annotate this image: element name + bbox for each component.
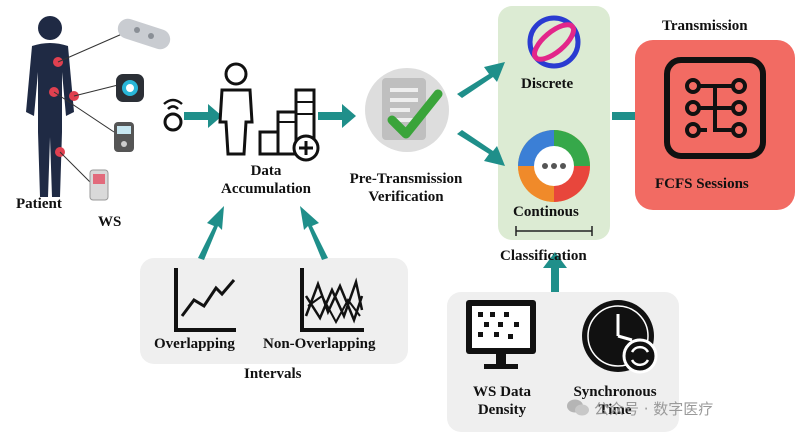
fcfs-sessions-label: FCFS Sessions	[655, 176, 749, 192]
ws-label: WS	[98, 214, 122, 230]
watermark: 公众号 · 数字医疗	[594, 400, 714, 418]
arrow	[543, 252, 567, 292]
continous-label: Continous	[513, 204, 579, 220]
divider	[515, 226, 593, 236]
arrow	[457, 130, 505, 166]
non-overlapping-label: Non-Overlapping	[263, 336, 376, 352]
pulse-oximeter-icon	[89, 169, 109, 201]
discrete-label: Discrete	[521, 76, 574, 92]
transmission-label: Transmission	[662, 18, 748, 34]
patient-label: Patient	[16, 196, 62, 212]
discrete-logo-icon	[527, 15, 581, 69]
circuit-icon	[664, 57, 766, 159]
monitor-icon	[466, 300, 536, 369]
clock-icon	[582, 300, 658, 374]
classification-label: Classification	[500, 248, 587, 264]
smartwatch-icon	[116, 74, 144, 102]
arrow	[184, 104, 222, 128]
glucometer-icon	[114, 122, 134, 152]
overlapping-label: Overlapping	[154, 336, 235, 352]
wireless-signal-icon	[163, 98, 183, 132]
arrow	[318, 104, 356, 128]
arrow	[300, 206, 328, 260]
human-body-icon	[26, 16, 123, 197]
person-data-icon	[218, 62, 320, 162]
line-chart-icon	[174, 268, 236, 332]
checklist-icon	[365, 68, 449, 152]
ws-data-density-label: WS Data Density	[473, 384, 531, 418]
wechat-icon	[567, 399, 589, 416]
pre-transmission-label: Pre-Transmission Verification	[349, 171, 463, 205]
arrow	[198, 206, 224, 260]
wearable-sensor-icon	[117, 18, 171, 50]
data-accumulation-label: Data Accumulation	[221, 163, 311, 197]
intervals-label: Intervals	[244, 366, 302, 382]
continuous-chat-icon	[518, 130, 590, 202]
line-chart-icon	[300, 268, 364, 332]
synchronous-time-label: Synchronous Time	[573, 384, 657, 418]
arrow	[457, 62, 505, 98]
